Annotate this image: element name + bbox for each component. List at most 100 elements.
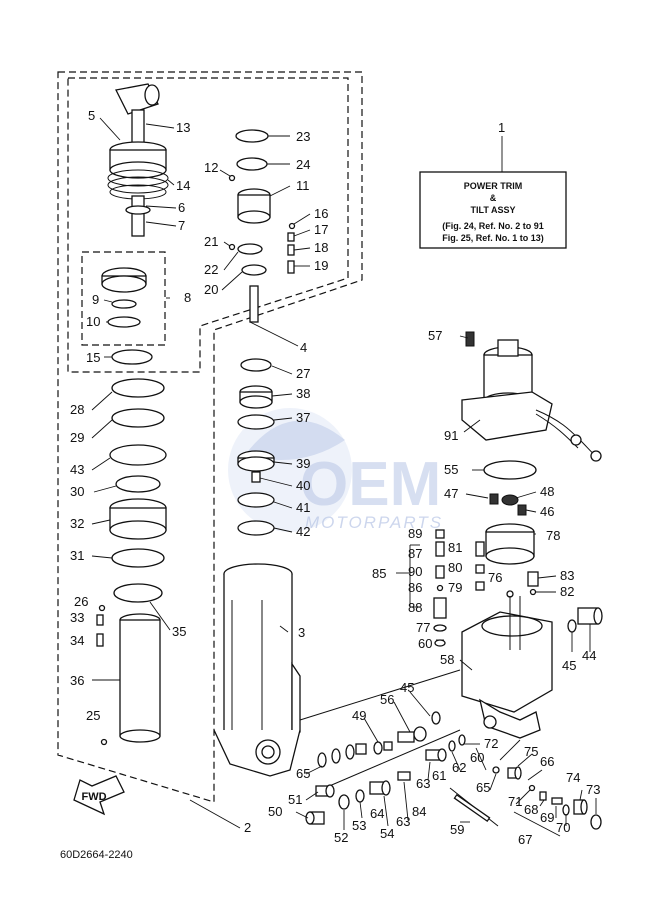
o-ring-77 — [433, 624, 447, 632]
callout-41: 41 — [296, 500, 310, 515]
callout-37: 37 — [296, 410, 310, 425]
callout-20: 20 — [204, 282, 218, 297]
tilt-cylinder-36 — [119, 613, 161, 743]
valve-39 — [237, 450, 275, 472]
callout-69: 69 — [540, 810, 554, 825]
outline-valve-group — [81, 251, 166, 346]
callout-52: 52 — [334, 830, 348, 845]
callout-49: 49 — [352, 708, 366, 723]
pin-80 — [475, 564, 485, 574]
reservoir-58 — [461, 596, 553, 739]
o-ring-27 — [240, 358, 272, 372]
note-line5: Fig. 25, Ref. No. 1 to 13) — [442, 233, 544, 243]
callout-6: 6 — [178, 200, 185, 215]
washer-20 — [241, 264, 267, 276]
callout-60: 60 — [418, 636, 432, 651]
callout-62: 62 — [452, 760, 466, 775]
callout-75: 75 — [524, 744, 538, 759]
o-ring-60 — [434, 639, 446, 647]
o-ring-60b — [458, 734, 466, 746]
callout-90: 90 — [408, 564, 422, 579]
callout-19: 19 — [314, 258, 328, 273]
clip-42 — [237, 520, 275, 536]
callout-81: 81 — [448, 540, 462, 555]
o-ring-62 — [448, 740, 456, 752]
callout-44: 44 — [582, 648, 596, 663]
bolt-pin — [249, 285, 259, 323]
callout-7: 7 — [178, 218, 185, 233]
callout-77: 77 — [416, 620, 430, 635]
callouts: 1 2 3 4 5 6 7 8 9 10 11 12 13 14 15 16 1… — [70, 108, 600, 847]
o-ring-23 — [235, 129, 269, 143]
o-ring-65c — [345, 744, 355, 760]
callout-63b: 63 — [396, 814, 410, 829]
outline-tilt-cylinder-group — [57, 71, 363, 803]
fwd-arrow-icon: FWD — [73, 775, 125, 816]
callout-72: 72 — [484, 736, 498, 751]
motor-91 — [461, 339, 602, 462]
callout-28: 28 — [70, 402, 84, 417]
clip-73 — [590, 814, 602, 830]
plug-44 — [577, 607, 603, 625]
screw-47 — [489, 493, 499, 505]
callout-59: 59 — [450, 822, 464, 837]
callout-16: 16 — [314, 206, 328, 221]
plug-51 — [315, 784, 335, 798]
callout-48: 48 — [540, 484, 554, 499]
callout-2: 2 — [244, 820, 251, 835]
callout-38: 38 — [296, 386, 310, 401]
o-ring-24 — [236, 157, 268, 171]
callout-13: 13 — [176, 120, 190, 135]
valve-75 — [507, 766, 522, 780]
callout-29: 29 — [70, 430, 84, 445]
ball-25 — [100, 738, 108, 746]
callout-14: 14 — [176, 178, 190, 193]
ring-29 — [111, 408, 165, 428]
o-ring-65 — [317, 752, 327, 768]
callout-58: 58 — [440, 652, 454, 667]
diagram-code: 60D2664-2240 — [60, 849, 133, 861]
o-ring-65a — [331, 748, 341, 764]
trim-piston — [107, 141, 169, 237]
callout-32: 32 — [70, 516, 84, 531]
callout-71: 71 — [508, 794, 522, 809]
callout-54: 54 — [380, 826, 394, 841]
callout-11: 11 — [296, 178, 310, 193]
callout-55: 55 — [444, 462, 458, 477]
callout-26: 26 — [74, 594, 88, 609]
callout-87: 87 — [408, 546, 422, 561]
callout-78: 78 — [546, 528, 560, 543]
o-ring-41 — [237, 492, 275, 508]
ring-28 — [111, 378, 165, 398]
ring-43 — [109, 444, 167, 466]
callout-60b: 60 — [470, 750, 484, 765]
watermark-sub: MOTORPARTS — [305, 513, 443, 532]
cylinder-cap-32 — [109, 498, 167, 540]
callout-12: 12 — [204, 160, 218, 175]
callout-31: 31 — [70, 548, 84, 563]
pin-65d — [355, 743, 367, 755]
callout-25: 25 — [86, 708, 100, 723]
outline-trim-piston-group — [67, 77, 349, 373]
callout-67: 67 — [518, 832, 532, 847]
o-ring-15 — [111, 349, 153, 365]
pin-33 — [96, 614, 104, 626]
guide-line-upper — [299, 669, 461, 721]
screw-46 — [517, 504, 527, 516]
o-ring-53 — [355, 789, 365, 803]
callout-45b: 45 — [400, 680, 414, 695]
valve-64 — [369, 780, 391, 796]
spring-69 — [551, 797, 563, 805]
o-ring-52 — [338, 794, 350, 810]
spring-19 — [287, 260, 295, 274]
callout-80: 80 — [448, 560, 462, 575]
o-ring-70 — [562, 804, 570, 816]
pin-17 — [287, 232, 295, 242]
o-ring-31 — [111, 548, 165, 568]
spring-49b — [383, 741, 393, 751]
callout-65b: 65 — [476, 780, 490, 795]
ring-30 — [115, 475, 161, 493]
clip-22 — [237, 243, 263, 255]
callout-66: 66 — [540, 754, 554, 769]
